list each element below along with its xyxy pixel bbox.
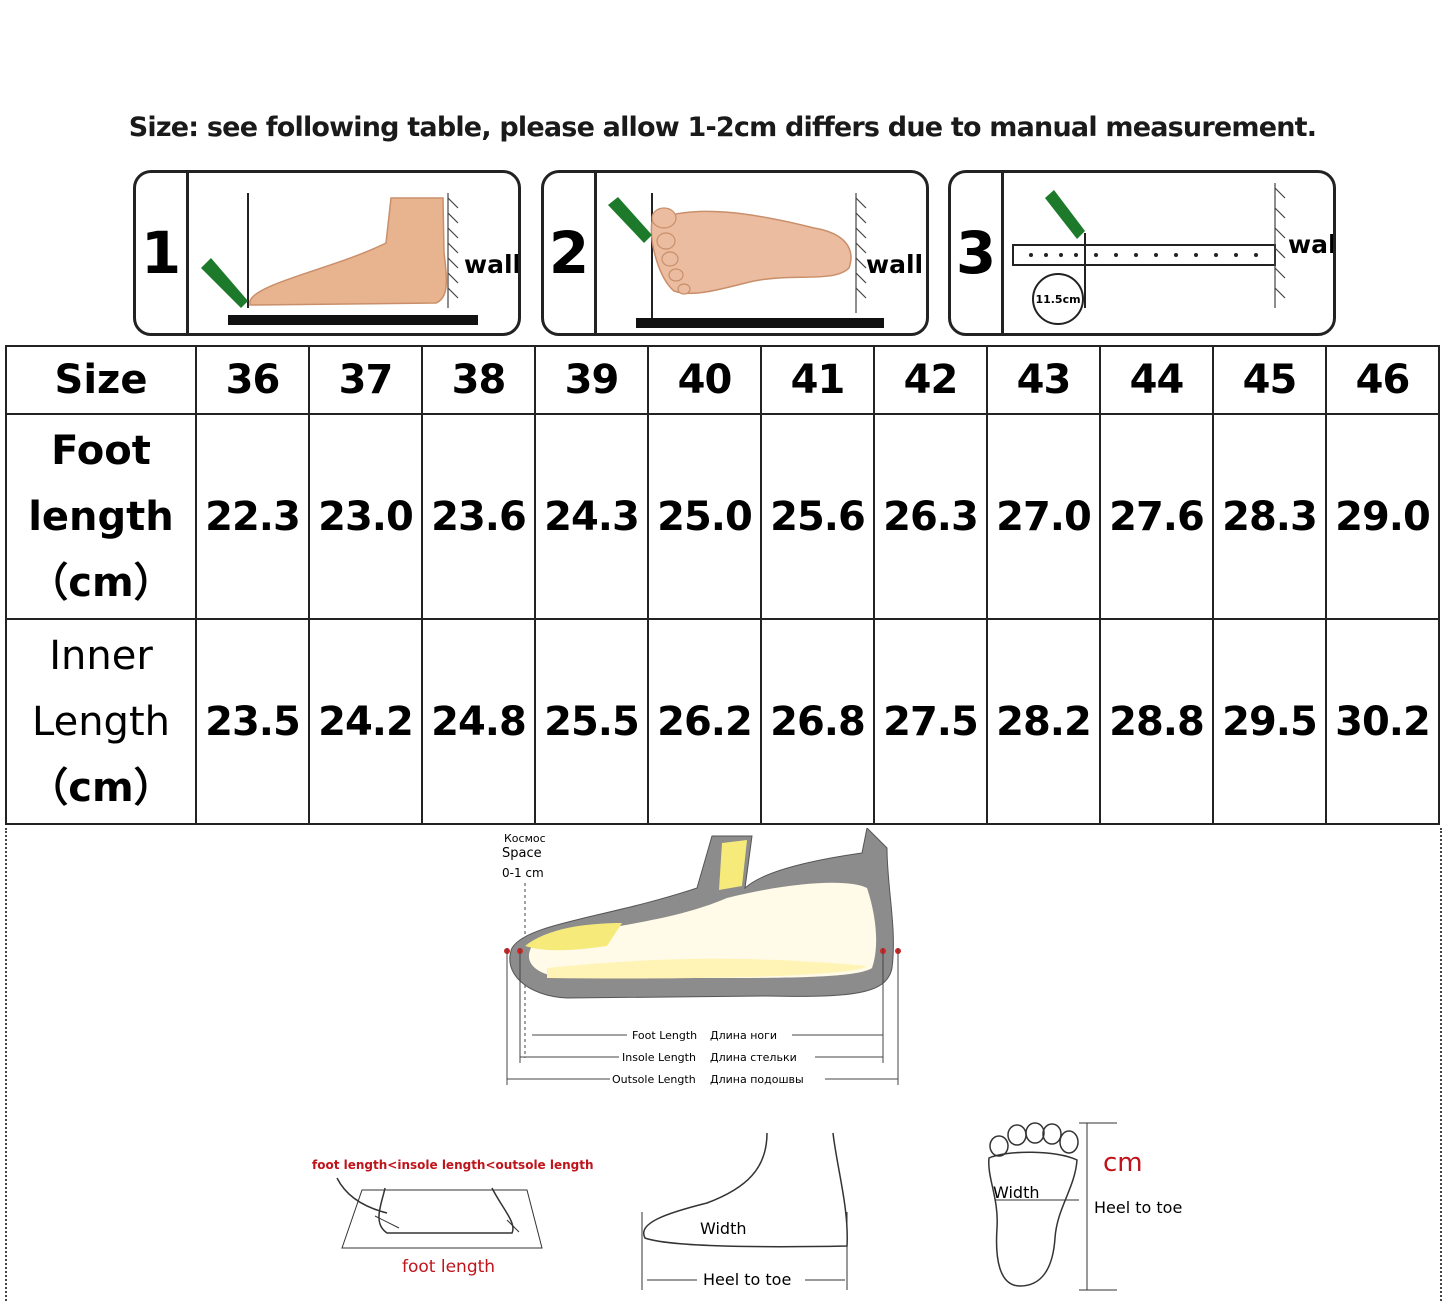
step-number: 1 <box>136 173 189 333</box>
size-cell: 44 <box>1099 345 1214 415</box>
row-label-line: Foot <box>51 427 151 474</box>
table-row: Foot length （cm） 22.3 23.0 23.6 24.3 25.… <box>5 413 1440 620</box>
foot-length-cell: 25.0 <box>647 413 762 620</box>
foot-length-label: foot length <box>402 1257 495 1277</box>
foot-side-illustration: wall <box>201 193 520 325</box>
inner-length-cell: 26.2 <box>647 618 762 825</box>
inner-length-cell: 29.5 <box>1212 618 1327 825</box>
circle-label: 11.5cm <box>1035 293 1080 306</box>
inner-length-cell: 23.5 <box>195 618 310 825</box>
row-label-line: Length <box>32 698 170 745</box>
space-range: 0-1 cm <box>502 866 544 880</box>
inner-length-cell: 24.2 <box>308 618 423 825</box>
space-label-en: Space <box>502 846 542 861</box>
measure-step-3: 3 11.5cm wall <box>948 170 1336 336</box>
row-label-line: length <box>28 493 174 540</box>
inner-length-cell: 28.8 <box>1099 618 1214 825</box>
wall-label: wall <box>1288 230 1335 259</box>
step-number: 3 <box>951 173 1004 333</box>
foot-length-cell: 27.0 <box>986 413 1101 620</box>
inner-length-cell: 26.8 <box>760 618 875 825</box>
size-header: Size <box>5 345 197 415</box>
size-cell: 46 <box>1325 345 1440 415</box>
shoe-cross-section: Космос Space 0-1 cm Foot Length Длина но… <box>502 826 901 1086</box>
foot-length-cell: 22.3 <box>195 413 310 620</box>
diagrams-canvas: Космос Space 0-1 cm Foot Length Длина но… <box>312 826 1182 1291</box>
foot-length-comparison: foot length<insole length<outsole length… <box>312 1158 594 1277</box>
size-cell: 39 <box>534 345 649 415</box>
wall-label: wall <box>464 250 520 279</box>
foot-length-en: Foot Length <box>632 1029 697 1042</box>
row-label-line: （cm） <box>28 764 174 811</box>
size-cell: 38 <box>421 345 536 415</box>
foot-top-illustration: wall <box>608 193 923 328</box>
foot-length-cell: 23.0 <box>308 413 423 620</box>
size-cell: 43 <box>986 345 1101 415</box>
table-row: Inner Length （cm） 23.5 24.2 24.8 25.5 26… <box>5 618 1440 825</box>
measure-step-1: 1 wall <box>133 170 521 336</box>
insole-length-ru: Длина стельки <box>710 1051 797 1064</box>
sole-heel-to-toe-label: Heel to toe <box>1094 1198 1182 1217</box>
outsole-length-ru: Длина подошвы <box>710 1073 804 1086</box>
size-cell: 45 <box>1212 345 1327 415</box>
width-label: Width <box>700 1219 746 1238</box>
row-label-line: Inner <box>49 632 153 679</box>
foot-length-cell: 25.6 <box>760 413 875 620</box>
foot-length-header: Foot length （cm） <box>5 413 197 620</box>
size-cell: 40 <box>647 345 762 415</box>
size-cell: 42 <box>873 345 988 415</box>
wall-label: wall <box>866 250 923 279</box>
sole-outline: Width cm Heel to toe <box>988 1122 1182 1291</box>
foot-side-measure: Width Heel to toe <box>641 1132 848 1290</box>
measure-step-2: 2 wall <box>541 170 929 336</box>
foot-length-cell: 23.6 <box>421 413 536 620</box>
comparison-label: foot length<insole length<outsole length <box>312 1158 594 1172</box>
space-label-ru: Космос <box>504 832 546 845</box>
inner-length-cell: 24.8 <box>421 618 536 825</box>
inner-length-cell: 27.5 <box>873 618 988 825</box>
sole-unit-label: cm <box>1103 1148 1143 1178</box>
outsole-length-en: Outsole Length <box>612 1073 696 1086</box>
size-cell: 41 <box>760 345 875 415</box>
table-row: Size 36 37 38 39 40 41 42 43 44 45 46 <box>5 345 1440 415</box>
size-cell: 36 <box>195 345 310 415</box>
ruler-illustration: 11.5cm wall <box>1012 183 1335 325</box>
inner-length-header: Inner Length （cm） <box>5 618 197 825</box>
step-number: 2 <box>544 173 597 333</box>
inner-length-cell: 25.5 <box>534 618 649 825</box>
headline: Size: see following table, please allow … <box>128 112 1317 143</box>
inner-length-cell: 30.2 <box>1325 618 1440 825</box>
insole-length-en: Insole Length <box>622 1051 696 1064</box>
measurement-diagrams: Космос Space 0-1 cm Foot Length Длина но… <box>5 826 1442 1301</box>
inner-length-cell: 28.2 <box>986 618 1101 825</box>
size-cell: 37 <box>308 345 423 415</box>
row-label-line: （cm） <box>28 559 174 606</box>
foot-length-cell: 27.6 <box>1099 413 1214 620</box>
foot-length-cell: 28.3 <box>1212 413 1327 620</box>
size-chart-table: Size 36 37 38 39 40 41 42 43 44 45 46 Fo… <box>5 345 1440 825</box>
foot-length-ru: Длина ноги <box>710 1029 777 1042</box>
sole-width-label: Width <box>993 1183 1039 1202</box>
foot-length-cell: 24.3 <box>534 413 649 620</box>
heel-to-toe-label: Heel to toe <box>703 1270 791 1289</box>
foot-length-cell: 26.3 <box>873 413 988 620</box>
foot-length-cell: 29.0 <box>1325 413 1440 620</box>
